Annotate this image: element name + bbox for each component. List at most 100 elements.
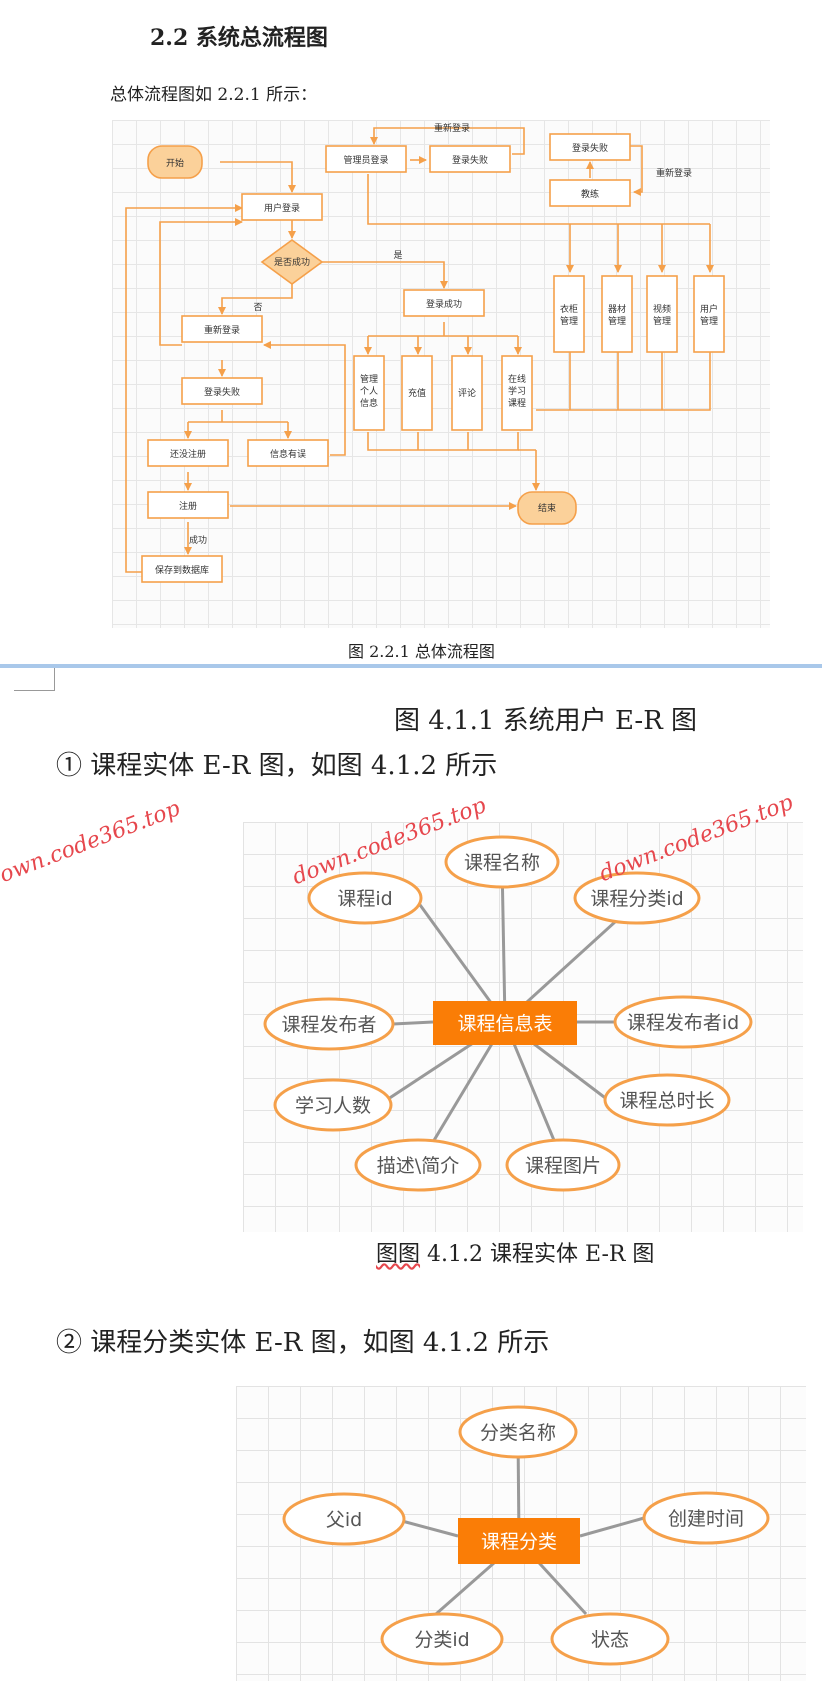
category-id-label: 分类id	[414, 1629, 469, 1651]
end-label: 结束	[538, 502, 556, 514]
admin-fail-node	[429, 145, 511, 173]
start-node	[147, 145, 203, 179]
info-error-label: 信息有误	[270, 448, 306, 460]
caption-text: 4.1.2 课程实体 E-R 图	[420, 1242, 655, 1267]
login-success-label: 登录成功	[426, 298, 462, 310]
status-attr	[550, 1612, 670, 1666]
online-course-label-2: 学习	[508, 385, 526, 397]
user-login-label: 用户登录	[264, 202, 300, 214]
user-er-caption: 图 4.1.1 系统用户 E-R 图	[394, 706, 698, 736]
decision-node	[260, 239, 324, 285]
course-category-id-attr	[573, 871, 701, 925]
intro-text: 总体流程图如 2.2.1 所示：	[110, 85, 318, 105]
video-node	[646, 275, 678, 353]
course-er-diagram: 课程信息表 课程名称 课程id 课程分类id 课程发布者 课程发布者id 学习人…	[243, 822, 803, 1232]
manage-info-label-3: 信息	[360, 397, 378, 409]
course-publisher-id-label: 课程发布者id	[627, 1012, 739, 1034]
students-count-label: 学习人数	[295, 1095, 371, 1117]
online-course-label-1: 在线	[508, 373, 526, 385]
wardrobe-label-1: 衣柜	[560, 303, 578, 315]
comment-label: 评论	[458, 387, 476, 399]
course-er-item: ① 课程实体 E-R 图，如图 4.1.2 所示	[56, 751, 498, 781]
watermark-1: down.code365.top	[0, 796, 184, 893]
category-entity-label: 课程分类	[481, 1531, 557, 1553]
equipment-label-2: 管理	[608, 315, 626, 327]
login-fail-node	[181, 377, 263, 405]
coach-label: 教练	[581, 188, 599, 200]
register-label: 注册	[179, 500, 197, 512]
wardrobe-node	[553, 275, 585, 353]
create-time-attr	[642, 1491, 770, 1545]
category-name-label: 分类名称	[480, 1422, 556, 1444]
start-label: 开始	[166, 157, 184, 169]
course-duration-attr	[603, 1073, 731, 1127]
coach-fail-label: 登录失败	[572, 142, 608, 154]
course-publisher-id-attr	[613, 995, 753, 1049]
description-attr	[354, 1138, 482, 1192]
decision-label: 是否成功	[274, 256, 310, 268]
success-label: 成功	[189, 534, 207, 546]
course-image-attr	[505, 1138, 621, 1192]
user-mgmt-label-1: 用户	[700, 303, 718, 315]
end-node	[517, 491, 577, 525]
category-er-svg: 课程分类 分类名称 父id 创建时间 分类id 状态	[282, 1405, 770, 1666]
course-id-attr	[307, 871, 423, 925]
equipment-node	[601, 275, 633, 353]
section-heading: 2.2 系统总流程图	[150, 25, 328, 51]
students-count-attr	[273, 1078, 393, 1132]
coach-fail-node	[549, 133, 631, 161]
course-er-caption: 图图 4.1.2 课程实体 E-R 图	[376, 1236, 654, 1268]
admin-relogin-label: 重新登录	[434, 122, 470, 134]
flowchart-diagram: 开始 用户登录 是否成功 是 否 重新登录 登录失败 还没注册 信息有误 注册 …	[112, 120, 770, 628]
manage-info-node	[353, 355, 385, 431]
video-label-2: 管理	[653, 315, 671, 327]
status-label: 状态	[591, 1629, 629, 1651]
parent-id-attr	[282, 1492, 406, 1546]
course-entity	[433, 1001, 577, 1045]
manage-info-label-1: 管理	[360, 373, 378, 385]
category-er-diagram: 课程分类 分类名称 父id 创建时间 分类id 状态	[236, 1386, 806, 1681]
description-label: 描述\简介	[377, 1155, 459, 1177]
admin-login-node	[325, 145, 407, 173]
video-label-1: 视频	[653, 303, 671, 315]
course-name-label: 课程名称	[464, 852, 540, 874]
course-name-attr	[444, 835, 560, 889]
flowchart-caption: 图 2.2.1 总体流程图	[348, 642, 495, 661]
course-publisher-label: 课程发布者	[281, 1014, 376, 1036]
course-duration-label: 课程总时长	[619, 1090, 714, 1112]
not-registered-label: 还没注册	[170, 448, 206, 460]
user-mgmt-node	[693, 275, 725, 353]
course-publisher-attr	[263, 997, 395, 1051]
relogin-label: 重新登录	[204, 324, 240, 336]
recharge-label: 充值	[408, 387, 426, 399]
wardrobe-label-2: 管理	[560, 315, 578, 327]
admin-login-label: 管理员登录	[343, 154, 388, 166]
category-id-attr	[380, 1612, 504, 1666]
save-db-label: 保存到数据库	[155, 564, 209, 576]
relogin-node	[181, 315, 263, 343]
create-time-label: 创建时间	[668, 1508, 744, 1530]
not-registered-node	[147, 439, 229, 467]
flowchart-svg: 开始 用户登录 是否成功 是 否 重新登录 登录失败 还没注册 信息有误 注册 …	[125, 122, 725, 583]
no-label: 否	[253, 302, 262, 313]
admin-fail-label: 登录失败	[452, 154, 488, 166]
category-er-item: ② 课程分类实体 E-R 图，如图 4.1.2 所示	[56, 1328, 550, 1358]
login-success-node	[403, 289, 485, 317]
caption-prefix: 图图	[376, 1242, 421, 1267]
page-divider	[0, 664, 822, 668]
manage-info-label-2: 个人	[360, 386, 378, 397]
parent-id-label: 父id	[326, 1509, 362, 1531]
course-category-id-label: 课程分类id	[590, 888, 683, 910]
user-login-node	[241, 193, 323, 221]
comment-node	[451, 355, 483, 431]
coach-relogin-label: 重新登录	[656, 167, 692, 179]
course-er-svg: 课程信息表 课程名称 课程id 课程分类id 课程发布者 课程发布者id 学习人…	[263, 835, 753, 1192]
yes-label: 是	[393, 250, 402, 261]
save-db-node	[141, 555, 223, 583]
course-entity-label: 课程信息表	[457, 1013, 552, 1035]
info-error-node	[247, 439, 329, 467]
page-corner-mark	[14, 668, 55, 691]
course-id-label: 课程id	[337, 888, 392, 910]
login-fail-label: 登录失败	[204, 386, 240, 398]
course-image-label: 课程图片	[525, 1155, 601, 1177]
